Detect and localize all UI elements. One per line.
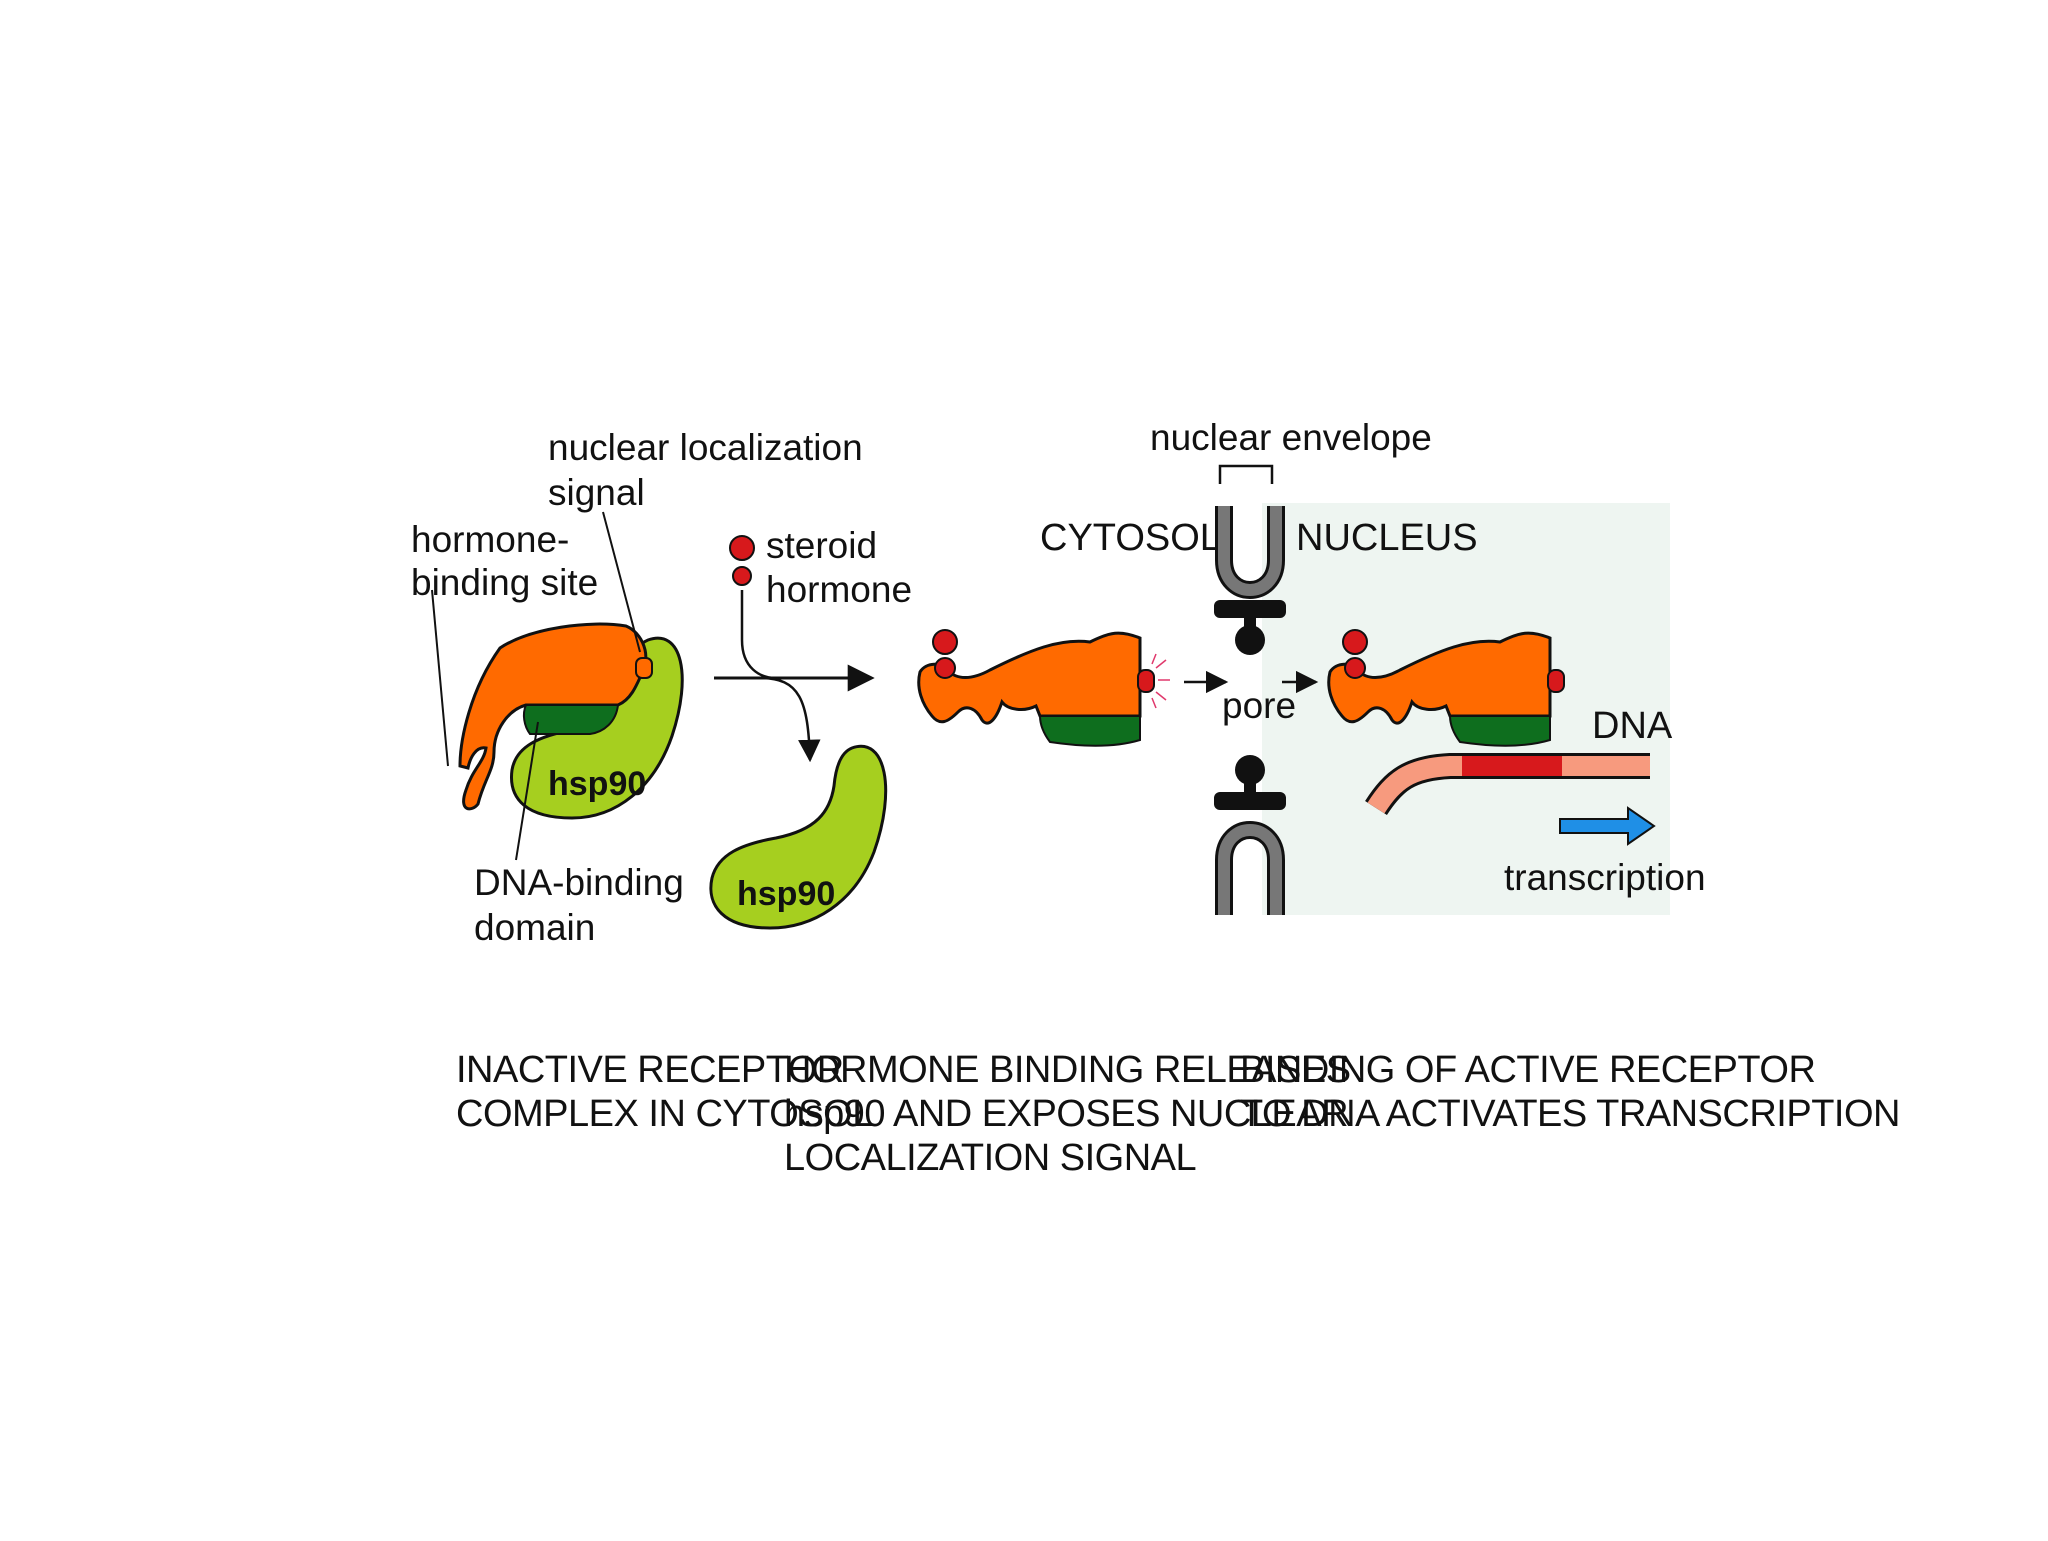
label-nucleus: NUCLEUS xyxy=(1296,517,1478,559)
nuclear-localization-signal xyxy=(635,657,653,679)
nls-exposure-burst xyxy=(1151,653,1170,709)
hsp90-label-1: hsp90 xyxy=(548,765,646,803)
nuclear-bound-hormone-tail xyxy=(1344,657,1366,679)
pore-complex-top xyxy=(1214,600,1286,655)
leader-line-dna-domain xyxy=(515,721,539,861)
upper-membrane-fill xyxy=(1218,506,1282,596)
nuclear-dna-binding-domain xyxy=(1448,715,1551,747)
label-pore: pore xyxy=(1222,685,1296,726)
active-receptor-body xyxy=(917,631,1142,725)
transcription-arrow-icon xyxy=(1559,806,1656,846)
nuclear-envelope: nuclear envelope pore NUCLEUS xyxy=(1150,417,1478,915)
label-dna: DNA xyxy=(1592,705,1673,747)
steroid-hormone xyxy=(729,535,755,561)
pore-complex-bottom xyxy=(1214,755,1286,810)
label-hormone-binding-site: hormone- binding site xyxy=(411,519,598,603)
hormone-binding-step: steroid hormone hsp90 xyxy=(709,525,912,930)
nuclear-envelope-bracket xyxy=(1218,464,1274,484)
label-dna-binding-domain: DNA-binding domain xyxy=(474,862,694,948)
dna-binding-domain xyxy=(522,704,620,735)
lower-membrane-fill xyxy=(1218,824,1282,915)
bound-hormone xyxy=(932,629,958,655)
hsp90-release-arrow xyxy=(759,676,821,763)
active-dna-binding-domain xyxy=(1038,715,1141,747)
label-steroid-hormone: steroid hormone xyxy=(766,525,912,610)
leader-line-nls xyxy=(602,511,641,653)
released-hsp90 xyxy=(709,744,888,930)
activated-receptor-cytosol: CYTOSOL xyxy=(917,517,1229,747)
label-transcription: transcription xyxy=(1504,857,1706,898)
nuclear-receptor-body xyxy=(1327,631,1552,725)
inactive-receptor-complex: hsp90 nuclear localization signal hormon… xyxy=(411,427,873,948)
hsp90-label-2: hsp90 xyxy=(737,875,835,913)
caption-step-2: HORMONE BINDING RELEASES hsp90 AND EXPOS… xyxy=(784,1049,1361,1179)
label-cytosol: CYTOSOL xyxy=(1040,517,1221,559)
nuclear-nls xyxy=(1547,669,1565,693)
caption-step-3: BINDING OF ACTIVE RECEPTOR TO DNA ACTIVA… xyxy=(1240,1049,1900,1135)
receptor-dna-complex: DNA transcription xyxy=(1327,629,1706,898)
leader-line-hormone-site xyxy=(431,589,449,767)
nuclear-bound-hormone xyxy=(1342,629,1368,655)
dna-strand-fill xyxy=(1367,756,1650,814)
caption-step-1: INACTIVE RECEPTOR COMPLEX IN CYTOSOL xyxy=(456,1049,873,1135)
exposed-nls xyxy=(1137,669,1155,693)
label-nuclear-localization-signal: nuclear localization signal xyxy=(548,427,873,513)
bound-hormone-tail xyxy=(934,657,956,679)
dna-binding-element xyxy=(1462,756,1562,776)
steroid-hormone-tail xyxy=(732,566,752,586)
label-nuclear-envelope: nuclear envelope xyxy=(1150,417,1432,458)
